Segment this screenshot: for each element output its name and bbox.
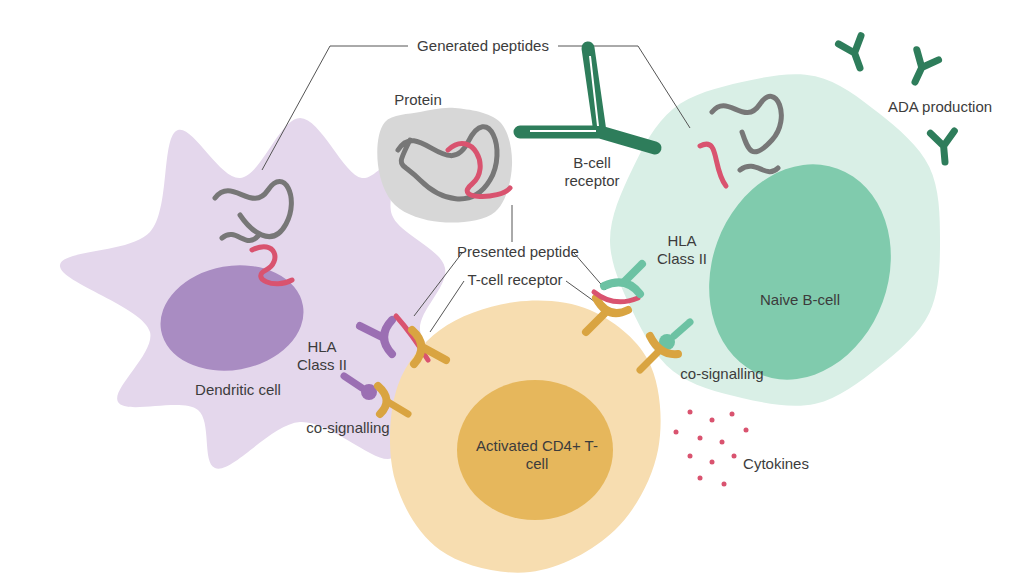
cell-nucleus [680,139,921,406]
callout-label: ADA production [888,98,992,116]
cell-body [610,74,940,406]
t-cell-receptor [586,314,604,332]
receptor-label: B-cell receptor [555,154,630,190]
leader-line [430,281,464,332]
callout-label: Presented peptide [457,243,579,261]
peptide-fragment [252,247,292,284]
co-signalling-molecule [344,376,362,388]
presented-peptide [396,316,428,360]
hla-molecule [624,264,642,282]
peptide-segment [448,144,510,197]
cytokine-dot [710,460,715,465]
cytokine-dot [688,454,693,459]
cell-nucleus [457,380,613,520]
cytokine-dot [698,476,703,481]
cell-outline [370,85,520,230]
t-cell-receptor [596,298,628,313]
b-cell: HLA Class II Naive B-cell [605,65,955,415]
callout-label: co-signalling [306,419,389,437]
leader-line [566,281,598,304]
presented-peptide [594,292,638,302]
b-cell-receptor [530,56,598,131]
cytokine-dot [688,410,693,415]
cytokine-dot [732,454,737,459]
co-signalling-molecule [659,334,675,350]
co-signalling-molecule [361,384,377,400]
hla-molecule [384,320,392,354]
protein-label: Protein [378,91,458,109]
leader-line [558,46,690,128]
peptide-fragment [222,235,258,241]
callout-label: co-signalling [680,365,763,383]
cytokine-dot [720,440,725,445]
antibody [930,131,957,163]
cell-outline [380,295,670,575]
cell-body [377,108,512,223]
leader-line [512,205,513,242]
callout-label: Generated peptides [417,37,549,55]
protein-chain [398,127,497,199]
cell-body [390,301,661,573]
cytokine-dot [730,412,735,417]
cytokine-dot [722,482,727,487]
leader-line [414,253,462,316]
cell-outline [605,65,955,415]
protein-antigen: Protein [370,85,520,230]
leader-line [262,46,408,170]
callout-label: Cytokines [743,455,809,473]
cell-label: Dendritic cell [178,381,298,399]
cytokine-dot [710,418,715,423]
cytokine-dot [744,428,749,433]
co-signalling-molecule [640,352,658,370]
cell-label: Activated CD4+ T-cell [475,437,600,473]
peptide-fragment [215,182,291,237]
b-cell-receptor [520,48,655,148]
cytokine-dot [698,436,703,441]
antibody [838,36,871,72]
co-signalling-molecule [388,402,408,414]
hla-molecule [604,282,640,294]
cell-label: Naive B-cell [745,291,855,309]
cell-nucleus [152,254,312,381]
t-cell-receptor [424,348,446,360]
receptor-label: T-cell receptor [467,271,562,289]
co-signalling-molecule [378,386,387,414]
peptide-fragment [712,96,781,152]
co-signalling-molecule [674,322,690,336]
cytokine-dot [674,430,679,435]
molecule-label: HLA Class II [287,338,357,374]
peptide-fragment [700,144,726,186]
t-cell: Activated CD4+ T-cell [380,295,670,575]
hla-molecule [360,326,382,337]
co-signalling-molecule [650,336,678,354]
t-cell-receptor [412,330,422,364]
antibody [904,50,938,87]
peptide-fragment [740,166,778,171]
molecule-label: HLA Class II [647,232,717,268]
